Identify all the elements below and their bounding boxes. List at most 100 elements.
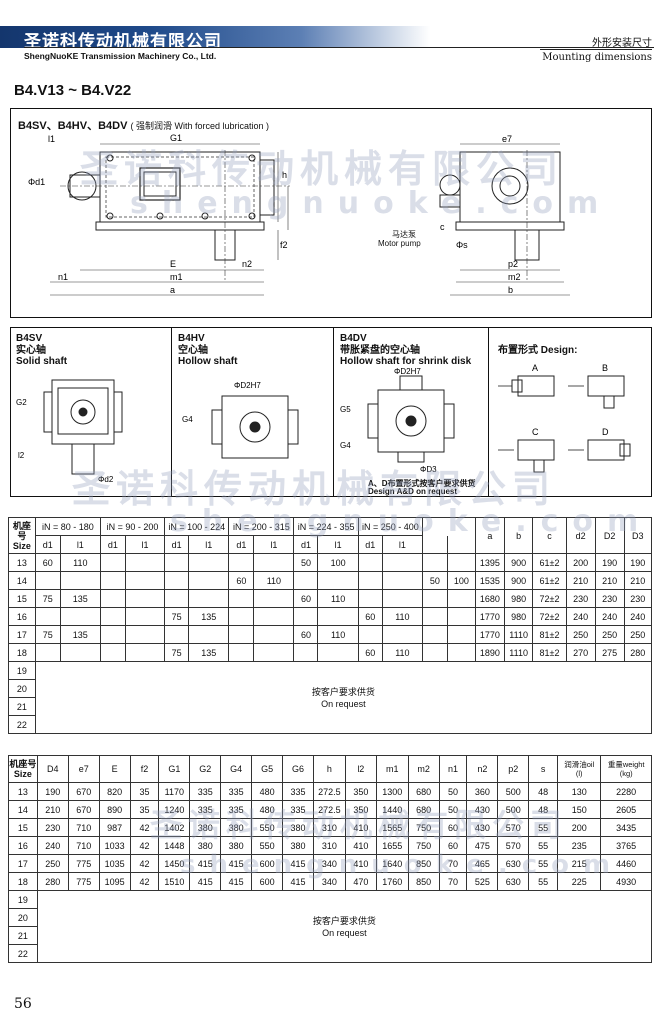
table-cell — [124, 607, 166, 626]
table-cell: 1033 — [98, 836, 131, 855]
table-cell: 150 — [557, 800, 602, 819]
table-cell — [381, 625, 424, 644]
hollow-shaft-cn: 空心轴 — [178, 344, 208, 356]
on-request-cn: 按客户要求供货 — [312, 915, 376, 926]
table-cell — [124, 553, 166, 572]
table-cell: 135 — [188, 607, 230, 626]
size-cell: 22 — [8, 944, 38, 963]
table-cell: 340 — [312, 872, 346, 891]
table-cell: 14 — [8, 800, 38, 819]
col-header-oil: 润滑油oil(l) — [557, 755, 602, 783]
table-cell: 35 — [129, 782, 160, 801]
table-cell: 600 — [251, 854, 284, 873]
design-letter-c: C — [532, 427, 539, 437]
table-cell — [293, 571, 319, 590]
sub-header-d1: d1 — [293, 535, 319, 554]
ratio-group-4: iN = 200 - 315 — [228, 517, 295, 536]
table-cell: 100 — [446, 571, 477, 590]
table-cell: 210 — [565, 571, 596, 590]
table-cell: 18 — [8, 643, 36, 662]
table-cell: 1035 — [98, 854, 131, 873]
table-cell — [446, 643, 477, 662]
table-cell: 60 — [228, 571, 255, 590]
table-cell: 380 — [282, 836, 314, 855]
table-cell — [253, 643, 295, 662]
table-cell: 430 — [466, 818, 499, 837]
table-row-on-request: 22 — [8, 715, 652, 734]
table-cell — [188, 625, 230, 644]
label-D3: ΦD3 — [420, 465, 437, 474]
gearbox-side-view: e7 c Φs p2 m2 b — [439, 134, 570, 296]
table-cell: 1450 — [158, 854, 191, 873]
label-h: h — [282, 170, 287, 180]
sub-header-d1 — [422, 535, 448, 554]
table-cell: 1395 — [475, 553, 505, 572]
table-cell: 480 — [251, 782, 284, 801]
main-drawing-panel — [10, 108, 652, 318]
sub-header-l1: l1 — [188, 535, 230, 554]
table-cell: 55 — [528, 836, 559, 855]
table-cell: 415 — [189, 872, 222, 891]
table-cell: 415 — [220, 854, 253, 873]
table-cell: 250 — [594, 625, 625, 644]
table-cell: 1890 — [475, 643, 505, 662]
shrink-disk-drawing: ΦD2H7 G5 G4 ΦD3 — [340, 368, 455, 474]
table-cell: 775 — [67, 872, 100, 891]
col-header-d2: d2 — [565, 517, 596, 554]
table-cell: 600 — [251, 872, 284, 891]
label-b: b — [508, 285, 513, 295]
table-cell: 61±2 — [532, 571, 567, 590]
table-cell — [228, 607, 255, 626]
table-cell: 60 — [293, 625, 319, 644]
label-f2: f2 — [280, 240, 288, 250]
table-cell: 15 — [8, 818, 38, 837]
sub-header-l1: l1 — [59, 535, 101, 554]
table-cell: 60 — [34, 553, 61, 572]
table-cell: 3435 — [600, 818, 652, 837]
shrink-disk-title: B4DV 带胀紧盘的空心轴 Hollow shaft for shrink di… — [340, 333, 471, 368]
size-cell: 20 — [8, 908, 38, 927]
col-header: G5 — [251, 755, 284, 783]
table-cell — [422, 553, 448, 572]
table-cell — [357, 589, 383, 608]
table-cell: 1402 — [158, 818, 191, 837]
label-s: Φs — [456, 240, 468, 250]
table-cell — [99, 553, 126, 572]
table-cell: 240 — [565, 607, 596, 626]
shrink-disk-code: B4DV — [340, 333, 367, 344]
table-cell: 480 — [251, 800, 284, 819]
table-cell — [381, 553, 424, 572]
ratio-group-5: iN = 224 - 355 — [293, 517, 359, 536]
on-request-cn: 按客户要求供货 — [311, 686, 375, 697]
table-cell: 1448 — [158, 836, 191, 855]
size-header-2: 机座号 Size — [8, 755, 38, 783]
table-cell: 210 — [36, 800, 69, 819]
table-cell: 987 — [98, 818, 131, 837]
table-cell: 1510 — [158, 872, 191, 891]
section-title-cn: 外形安装尺寸 — [592, 38, 652, 49]
col-header: n2 — [466, 755, 499, 783]
table-cell: 135 — [59, 625, 101, 644]
table-cell — [164, 625, 190, 644]
table-cell: 240 — [623, 607, 653, 626]
table-cell: 310 — [312, 836, 346, 855]
table-cell: 110 — [317, 625, 359, 644]
ratio-group-6: iN = 250 - 400 — [357, 517, 424, 536]
table-cell — [124, 589, 166, 608]
series-title: B4.V13 ~ B4.V22 — [14, 82, 132, 99]
table-cell: 130 — [557, 782, 602, 801]
col-header-b: b — [503, 517, 534, 554]
table-cell: 710 — [67, 836, 100, 855]
table-cell: 470 — [344, 872, 377, 891]
table-cell: 75 — [164, 607, 190, 626]
label-E: E — [170, 259, 176, 269]
main-drawing-caption: B4SV、B4HV、B4DV ( 强制润滑 With forced lubric… — [18, 117, 269, 133]
sub-header-d1: d1 — [99, 535, 126, 554]
col-header-D2: D2 — [594, 517, 625, 554]
